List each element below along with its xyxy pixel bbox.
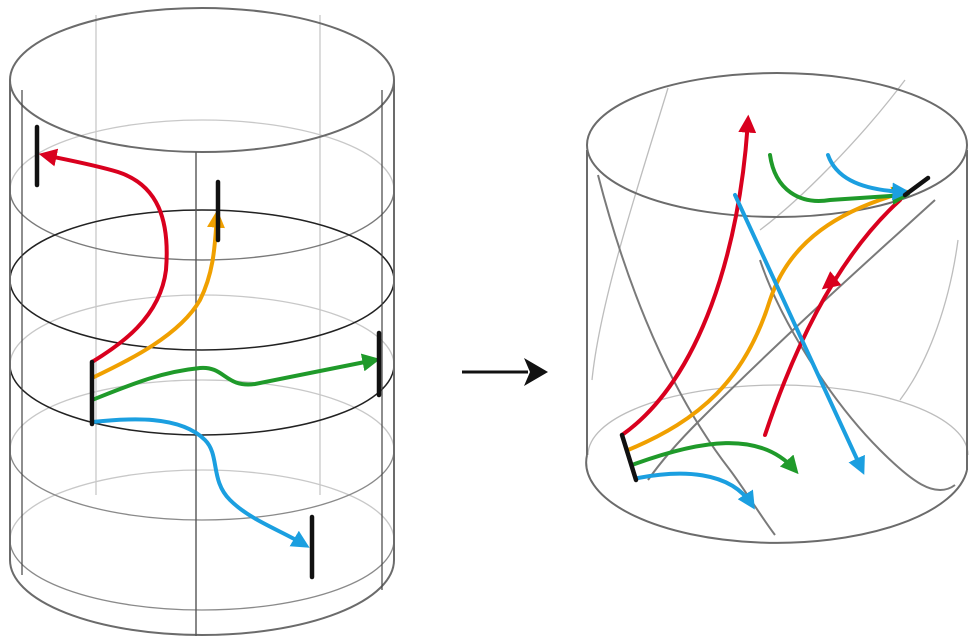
right-seams bbox=[597, 174, 956, 536]
left-green-strand bbox=[90, 353, 381, 402]
left-cylinder bbox=[9, 7, 395, 636]
right-blue-strand-3 bbox=[733, 193, 865, 475]
right-green-strand-2 bbox=[768, 153, 911, 205]
ring-2 bbox=[9, 279, 395, 351]
right-blue-strand-2 bbox=[826, 153, 911, 201]
ring-4 bbox=[9, 449, 395, 521]
right-bars bbox=[619, 175, 931, 483]
left-orange-strand bbox=[90, 209, 225, 380]
left-outline bbox=[9, 7, 395, 636]
right-outline bbox=[585, 72, 968, 544]
right-blue-strand-1 bbox=[636, 471, 755, 510]
right-strands bbox=[620, 114, 911, 510]
left-red-strand bbox=[38, 148, 169, 364]
right-arrow-icon bbox=[462, 358, 548, 386]
left-back-guides bbox=[9, 15, 395, 541]
right-green-strand-1 bbox=[630, 441, 799, 475]
right-cylinder bbox=[585, 72, 969, 544]
left-bottom-arc bbox=[9, 559, 395, 636]
right-red-strand-1 bbox=[620, 114, 757, 437]
right-bar-bottom bbox=[619, 432, 639, 483]
left-top-ellipse bbox=[9, 7, 395, 153]
right-top-ellipse bbox=[586, 72, 968, 218]
right-red-strand-2 bbox=[763, 198, 902, 437]
left-blue-strand bbox=[90, 417, 310, 548]
ring-5 bbox=[9, 539, 395, 611]
ring-2-back bbox=[9, 209, 395, 281]
ring-1 bbox=[9, 189, 395, 261]
right-bottom-arc bbox=[585, 454, 968, 544]
left-bars bbox=[34, 124, 382, 580]
right-bar-top bbox=[902, 175, 931, 198]
right-orange-strand bbox=[626, 186, 911, 452]
left-strands bbox=[38, 148, 381, 548]
right-red-arrowhead bbox=[821, 271, 842, 290]
right-back-guides bbox=[587, 79, 969, 456]
